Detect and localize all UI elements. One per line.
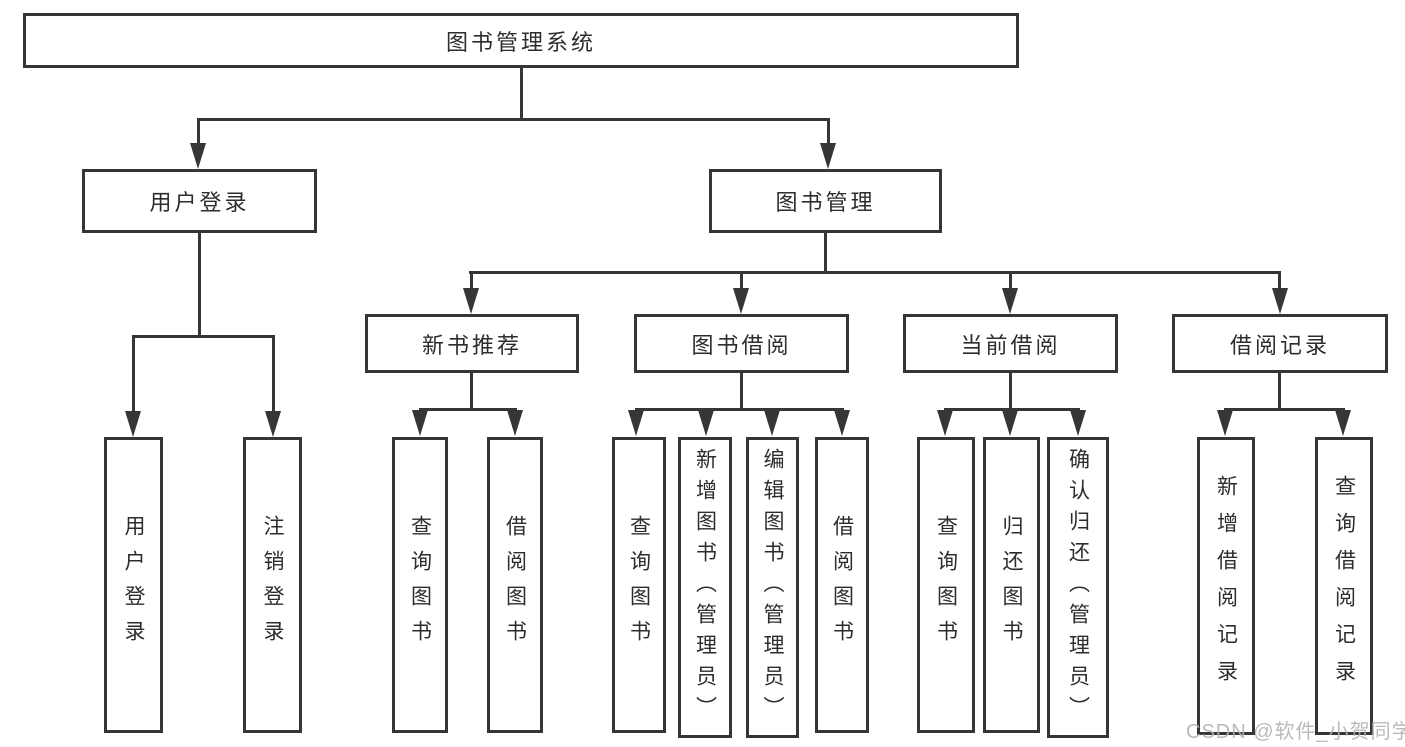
leaf-cb-confirm-return-admin: 确认归还（管理员） [1047, 437, 1109, 738]
arrow-cb-confirm [1070, 410, 1086, 436]
leaf-logout: 注销登录 [243, 437, 302, 733]
node-label: 借阅记录 [1229, 332, 1330, 358]
leaf-label: 新增图书（管理员） [693, 448, 717, 727]
arrow-bb-borrow [834, 410, 850, 436]
leaf-br-query-record: 查询借阅记录 [1315, 437, 1373, 735]
connector-new-book-stem [470, 373, 473, 410]
node-label: 用户登录 [149, 190, 250, 215]
leaf-user-login: 用户登录 [104, 437, 163, 733]
arrow-bb-add [698, 410, 714, 436]
connector-root-stem [520, 68, 523, 118]
arrow-bb-edit [764, 410, 780, 436]
connector-to-leaf-logout [272, 335, 275, 413]
connector-level3-rail [469, 271, 1280, 274]
arrow-to-current-borrow [1002, 288, 1018, 314]
node-user-login: 用户登录 [82, 169, 317, 233]
node-label: 图书管理系统 [445, 29, 596, 55]
arrow-nb-query [412, 410, 428, 436]
node-label: 图书管理 [775, 190, 876, 215]
leaf-label: 新增借阅记录 [1214, 475, 1238, 697]
leaf-label: 查询借阅记录 [1332, 475, 1356, 697]
connector-to-current-borrow [1009, 271, 1012, 291]
node-label: 当前借阅 [960, 332, 1061, 358]
arrow-to-borrow-records [1272, 288, 1288, 314]
arrow-br-add [1217, 410, 1233, 436]
arrow-to-user-login [190, 143, 206, 169]
csdn-watermark: CSDN @软件_小贺同学 [1186, 721, 1405, 743]
node-book-borrow: 图书借阅 [634, 314, 849, 373]
node-root-library-system: 图书管理系统 [23, 13, 1019, 68]
connector-current-borrow-stem [1009, 373, 1012, 410]
arrow-bb-query [628, 410, 644, 436]
connector-user-login-stem [198, 233, 201, 335]
arrow-br-query [1335, 410, 1351, 436]
leaf-bb-edit-books-admin: 编辑图书（管理员） [746, 437, 799, 738]
connector-to-user-login [197, 118, 200, 146]
connector-to-book-borrow [740, 271, 743, 291]
connector-book-borrow-stem [740, 373, 743, 410]
leaf-label: 确认归还（管理员） [1066, 448, 1090, 727]
leaf-label: 查询图书 [627, 515, 651, 655]
connector-book-mgmt-stem [824, 233, 827, 273]
connector-user-login-rail [132, 335, 274, 338]
leaf-nb-query-books: 查询图书 [392, 437, 448, 733]
arrow-to-book-borrow [733, 288, 749, 314]
leaf-label: 借阅图书 [503, 515, 527, 655]
connector-to-leaf-login [132, 335, 135, 413]
node-current-borrow: 当前借阅 [903, 314, 1118, 373]
connector-borrow-records-rail [1224, 408, 1345, 411]
leaf-bb-add-books-admin: 新增图书（管理员） [678, 437, 732, 738]
arrow-nb-borrow [507, 410, 523, 436]
leaf-label: 注销登录 [261, 515, 284, 655]
leaf-label: 编辑图书（管理员） [761, 448, 784, 727]
leaf-bb-borrow-books: 借阅图书 [815, 437, 869, 733]
node-label: 图书借阅 [691, 332, 792, 358]
node-label: 新书推荐 [421, 332, 522, 358]
arrow-to-book-mgmt [820, 143, 836, 169]
leaf-label: 查询图书 [934, 515, 958, 655]
leaf-cb-return-books: 归还图书 [983, 437, 1040, 733]
leaf-bb-query-books: 查询图书 [612, 437, 666, 733]
leaf-label: 用户登录 [122, 515, 145, 655]
connector-to-new-book [470, 271, 473, 291]
leaf-label: 借阅图书 [830, 515, 854, 655]
leaf-br-add-record: 新增借阅记录 [1197, 437, 1255, 735]
arrow-to-leaf-logout [265, 411, 281, 437]
node-borrow-records: 借阅记录 [1172, 314, 1388, 373]
arrow-cb-return [1002, 410, 1018, 436]
connector-borrow-records-stem [1278, 373, 1281, 410]
leaf-label: 归还图书 [1000, 515, 1023, 655]
node-new-book-recommend: 新书推荐 [365, 314, 579, 373]
node-book-mgmt: 图书管理 [709, 169, 942, 233]
leaf-nb-borrow-books: 借阅图书 [487, 437, 543, 733]
connector-root-rail [197, 118, 830, 121]
connector-new-book-rail [419, 408, 517, 411]
connector-to-book-mgmt [827, 118, 830, 146]
arrow-to-leaf-login [125, 411, 141, 437]
arrow-to-new-book [463, 288, 479, 314]
leaf-cb-query-books: 查询图书 [917, 437, 975, 733]
arrow-cb-query [937, 410, 953, 436]
connector-to-borrow-records [1278, 271, 1281, 291]
leaf-label: 查询图书 [408, 515, 432, 655]
connector-book-borrow-rail [635, 408, 844, 411]
connector-current-borrow-rail [944, 408, 1080, 411]
